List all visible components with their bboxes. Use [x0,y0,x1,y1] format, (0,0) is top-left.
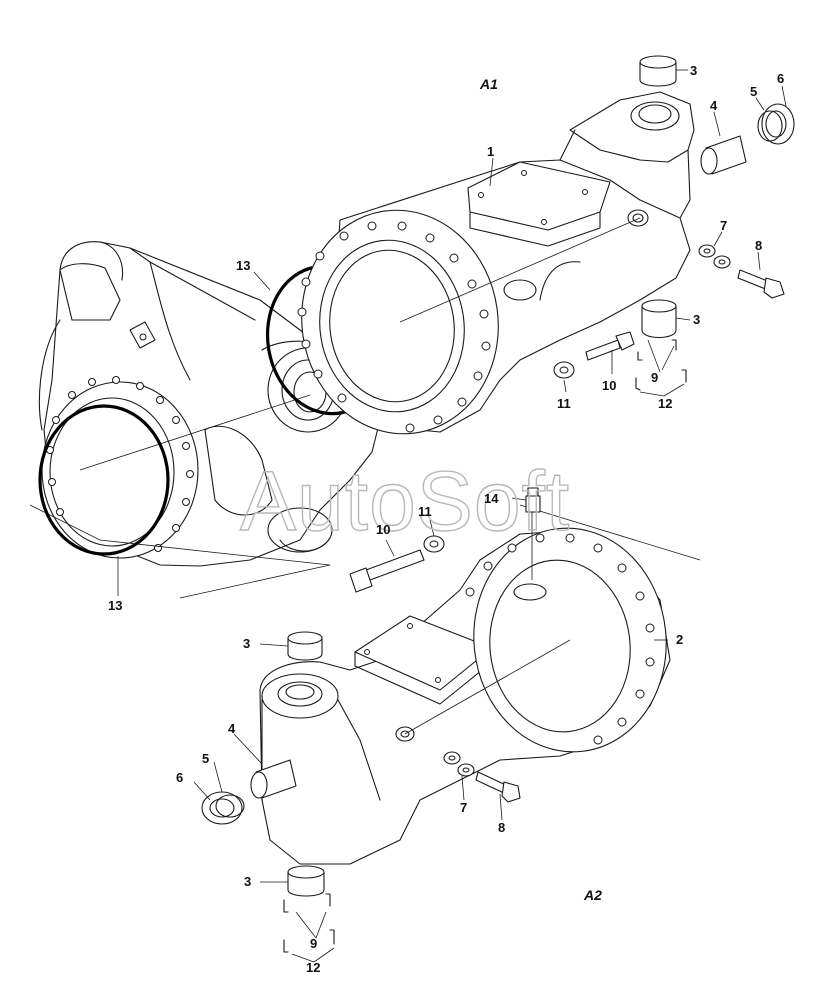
callout-13-a1-top: 13 [236,258,250,273]
callout-12-a2: 12 [306,960,320,975]
callout-10-a1: 10 [602,378,616,393]
callout-4-a1: 4 [710,98,718,113]
callout-5-a1: 5 [750,84,757,99]
callout-6-a1: 6 [777,71,784,86]
callout-11-a1: 11 [557,396,571,411]
callout-6-a2: 6 [176,770,183,785]
callout-9-a2: 9 [310,936,317,951]
callout-8-a1: 8 [755,238,762,253]
differential-housing [29,241,381,599]
callout-1-a1: 1 [487,144,494,159]
callout-9-a1: 9 [651,370,658,385]
callout-7-a2: 7 [460,800,467,815]
callout-3-a2-top: 3 [243,636,250,651]
leader-lines [117,69,787,963]
callout-13-a1-bottom: 13 [108,598,122,613]
o-ring-left [38,404,170,556]
callout-12-a1: 12 [658,396,672,411]
axle-arm-a1 [297,91,695,435]
callout-3-a2-bottom: 3 [244,874,251,889]
callout-7-a1: 7 [720,218,727,233]
callout-3-a1-top: 3 [690,63,697,78]
section-label-a1: A1 [479,76,498,92]
callout-3-a1-mid: 3 [693,312,700,327]
section-label-a2: A2 [583,887,602,903]
callout-4-a2: 4 [228,721,236,736]
a1-parts [553,55,795,391]
callout-10-a2: 10 [376,522,390,537]
callout-2-a2: 2 [676,632,683,647]
axle-arm-a2 [259,504,701,865]
callout-14-a2: 14 [484,491,499,506]
callout-8-a2: 8 [498,820,505,835]
callout-11-a2: 11 [418,504,432,519]
callout-5-a2: 5 [202,751,209,766]
watermark-text: AutoSoft [240,454,570,548]
a2-parts [201,487,541,953]
